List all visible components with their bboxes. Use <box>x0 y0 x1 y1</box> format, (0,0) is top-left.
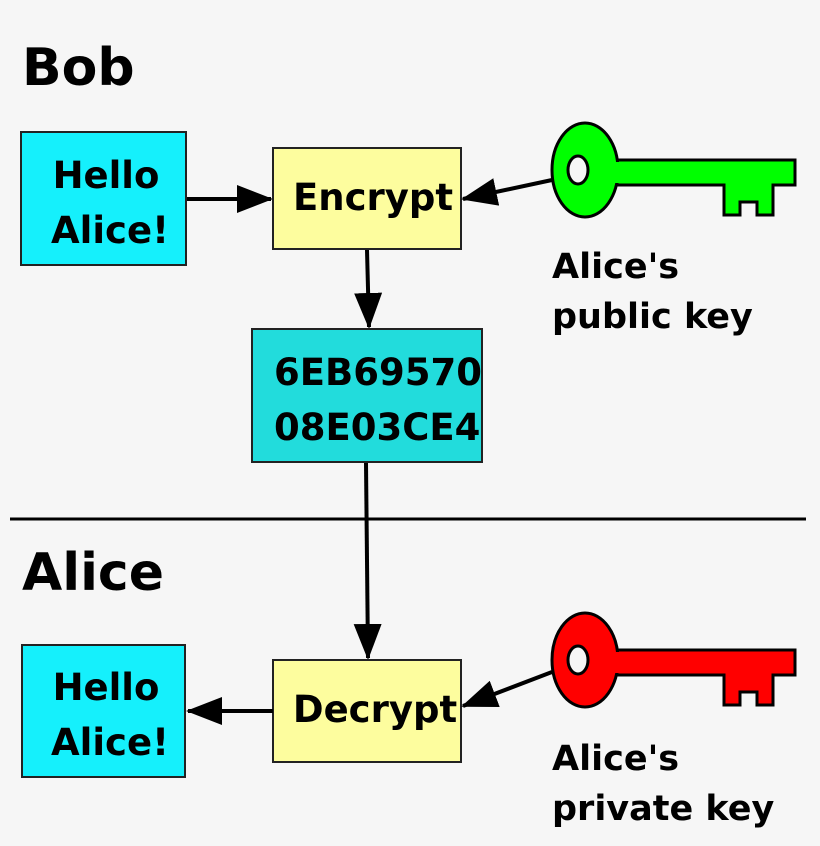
alice-plaintext-box: Hello Alice! <box>21 644 186 778</box>
plaintext-line2: Alice! <box>51 721 169 764</box>
plaintext-line1: Hello <box>53 154 160 197</box>
ciphertext-line2: 08E03CE4 <box>274 406 480 449</box>
bob-plaintext-box: Hello Alice! <box>20 131 187 266</box>
ciphertext-box: 6EB69570 08E03CE4 <box>251 328 483 463</box>
ciphertext-box-bg <box>251 328 483 463</box>
arrow-encrypt-to-ciphertext <box>354 249 383 329</box>
decrypt-box: Decrypt <box>272 659 462 763</box>
arrow-ciphertext-to-decrypt <box>353 462 382 660</box>
private-key-label-line2: private key <box>552 789 774 829</box>
decrypt-label: Decrypt <box>293 688 457 731</box>
plaintext-line2: Alice! <box>51 209 169 252</box>
alice-plaintext-box-bg <box>21 644 186 778</box>
plaintext-line1: Hello <box>53 666 160 709</box>
alice-heading: Alice <box>22 543 164 603</box>
public-key-label-line2: public key <box>552 297 753 337</box>
arrow-public-key-to-encrypt <box>461 178 553 206</box>
encrypt-box-bg <box>272 147 462 250</box>
public-key-icon <box>550 121 797 219</box>
ciphertext-line1: 6EB69570 <box>274 351 482 394</box>
encrypt-label: Encrypt <box>293 176 453 219</box>
bob-heading: Bob <box>22 38 135 98</box>
arrow-private-key-to-decrypt <box>461 670 553 708</box>
private-key-icon <box>550 611 797 709</box>
encrypt-box: Encrypt <box>272 147 462 250</box>
private-key-label-line1: Alice's <box>552 739 679 779</box>
public-key-label-line1: Alice's <box>552 247 679 287</box>
bob-plaintext-box-bg <box>20 131 187 266</box>
